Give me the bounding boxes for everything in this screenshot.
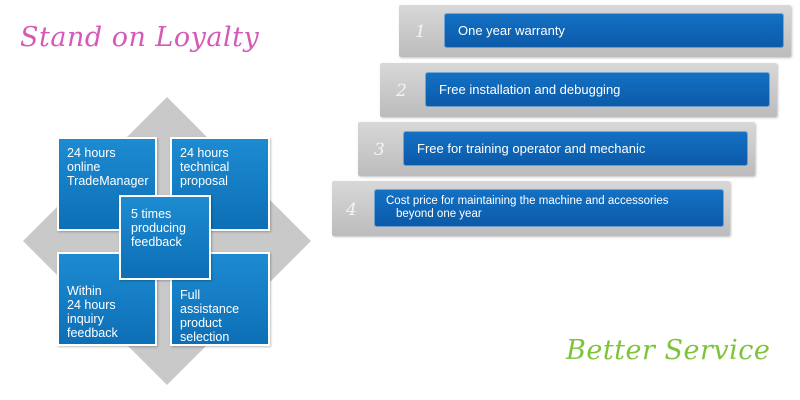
box-line: 24 hours: [67, 298, 116, 312]
box-line: selection: [180, 330, 230, 344]
box-line: Full assistance: [180, 288, 240, 316]
step-number: 2: [396, 81, 407, 101]
step-label: Free installation and debugging: [439, 82, 621, 97]
box-line: 24 hours: [67, 146, 116, 160]
step-label-bar: Free for training operator and mechanic: [403, 131, 748, 166]
better-service-heading: Better Service: [566, 335, 771, 366]
step-label-bar: Free installation and debugging: [425, 72, 770, 107]
box-line: Within: [67, 284, 102, 298]
inquiry-feedback-box: Within 24 hours inquiry feedback: [57, 252, 157, 346]
step-number: 4: [346, 200, 357, 220]
service-step-1: 1 One year warranty: [399, 5, 791, 57]
box-line: 24 hours: [180, 146, 229, 160]
step-label-line-2: beyond one year: [396, 208, 482, 220]
step-number: 3: [374, 140, 385, 160]
box-line: TradeManager: [67, 174, 149, 188]
service-step-3: 3 Free for training operator and mechani…: [358, 122, 755, 176]
step-label-line-1: Cost price for maintaining the machine a…: [386, 195, 669, 207]
service-diamond: 24 hours online TradeManager 24 hours te…: [21, 95, 313, 387]
producing-feedback-box: 5 times producing feedback: [119, 195, 211, 280]
box-line: feedback: [131, 235, 182, 249]
service-step-2: 2 Free installation and debugging: [380, 63, 777, 117]
step-number: 1: [415, 22, 426, 42]
step-label-bar: Cost price for maintaining the machine a…: [374, 189, 724, 227]
box-line: technical: [180, 160, 230, 174]
box-line: proposal: [180, 174, 228, 188]
service-step-4: 4 Cost price for maintaining the machine…: [332, 181, 730, 236]
stand-on-loyalty-heading: Stand on Loyalty: [20, 22, 260, 53]
box-line: producing: [131, 221, 186, 235]
box-line: 5 times: [131, 207, 172, 221]
box-line: online: [67, 160, 101, 174]
box-line: inquiry: [67, 312, 104, 326]
box-line: product: [180, 316, 222, 330]
step-label: One year warranty: [458, 23, 565, 38]
box-line: feedback: [67, 326, 118, 340]
step-label-bar: One year warranty: [444, 13, 784, 48]
step-label: Free for training operator and mechanic: [417, 141, 646, 156]
